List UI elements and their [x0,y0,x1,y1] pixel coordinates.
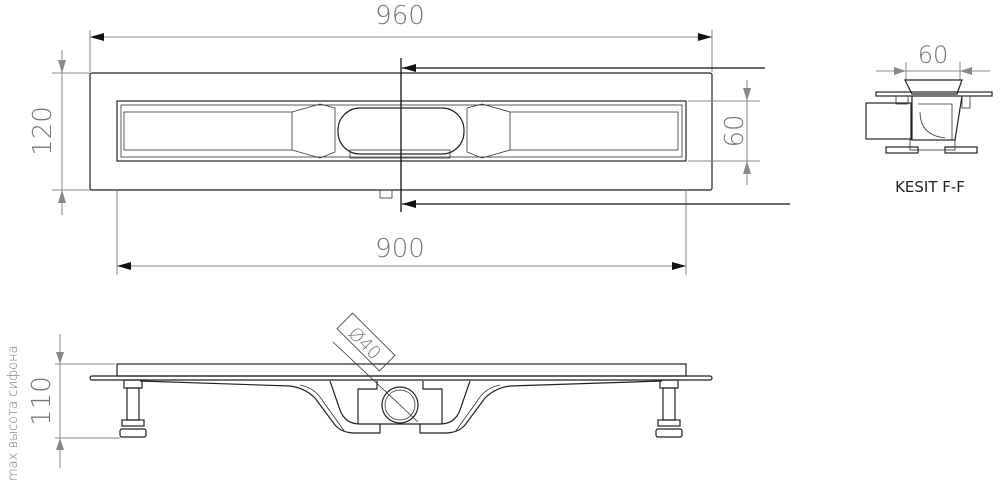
leveling-foot-right [655,379,683,438]
dimension-960-label: 960 [375,1,425,31]
dimension-60-label: 60 [720,114,750,147]
section-dimension-60-label: 60 [918,41,949,69]
outlet-pipe [381,386,419,424]
side-view: max высота сифона 110 Ø40 [6,312,713,481]
dimension-120-label: 120 [28,106,58,156]
height-note: max высота сифона [6,345,21,481]
top-view: 960 120 60 900 [28,1,790,275]
dimension-110-label: 110 [27,376,57,426]
section-caption: KESIT F-F [895,178,965,196]
leveling-foot-left [119,379,147,438]
section-view: 60 KESIT F-F [865,41,993,196]
dimension-900-label: 900 [375,234,425,264]
